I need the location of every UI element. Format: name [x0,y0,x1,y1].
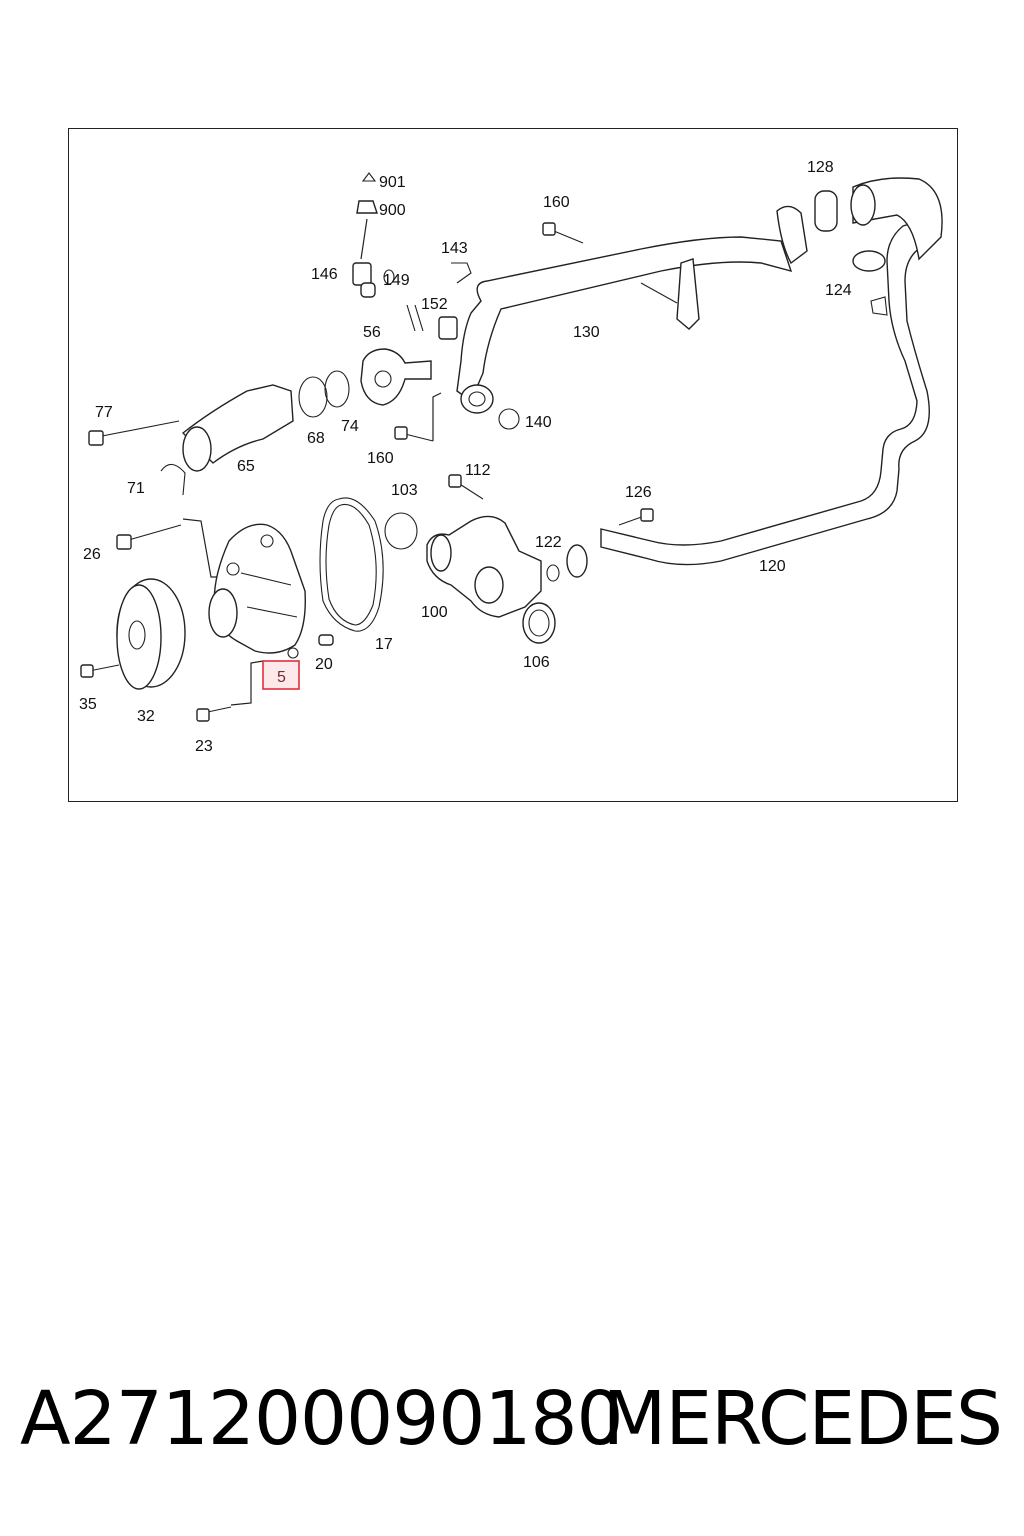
hose-right [852,177,943,261]
bracket-130 [676,258,700,330]
callout-140: 140 [525,414,552,431]
pipe-130 [456,236,793,403]
callout-103: 103 [391,482,418,499]
callout-65: 65 [237,458,255,475]
thermostat-56 [360,348,432,406]
callout-120: 120 [759,558,786,575]
callout-100: 100 [421,604,448,621]
callout-128: 128 [807,159,834,176]
callout-124: 124 [825,282,852,299]
callout-20: 20 [315,656,333,673]
callout-149: 149 [383,272,410,289]
callout-160-top: 160 [543,194,570,211]
housing-100 [426,515,542,618]
callout-160-bottom: 160 [367,450,394,467]
callout-5-highlighted: 5 [277,669,286,686]
callout-900: 900 [379,202,406,219]
callout-56: 56 [363,324,381,341]
callout-23: 23 [195,738,213,755]
callout-74: 74 [341,418,359,435]
callout-71: 71 [127,480,145,497]
callout-106: 106 [523,654,550,671]
callout-126: 126 [625,484,652,501]
callout-130: 130 [573,324,600,341]
highlight-box-5 [262,660,300,690]
callout-122: 122 [535,534,562,551]
callout-901: 901 [379,174,406,191]
callout-32: 32 [137,708,155,725]
part-number: A271200090180 [20,1376,624,1462]
callout-35: 35 [79,696,97,713]
callout-17: 17 [375,636,393,653]
hose-128 [776,205,808,265]
callout-68: 68 [307,430,325,447]
footer: A271200090180 MERCEDES [0,1376,1024,1486]
callout-77: 77 [95,404,113,421]
callout-146: 146 [311,266,338,283]
callout-26: 26 [83,546,101,563]
brand-name: MERCEDES [602,1376,1003,1462]
callout-152: 152 [421,296,448,313]
callout-112: 112 [465,462,491,479]
callout-143: 143 [441,240,468,257]
diagram-frame: 901 900 146 149 143 152 160 128 124 130 … [68,128,958,802]
parts-diagram: 901 900 146 149 143 152 160 128 124 130 … [79,159,943,755]
